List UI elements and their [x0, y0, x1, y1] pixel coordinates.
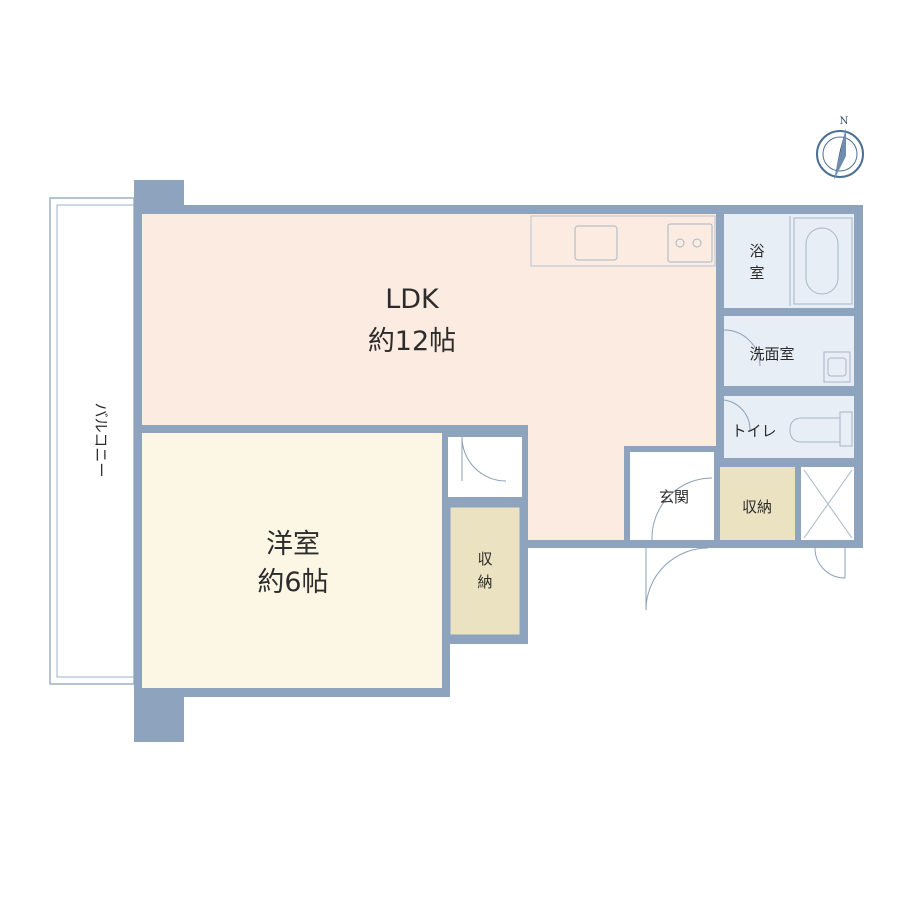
western-size: 約6帖: [257, 567, 328, 598]
ldk-name: LDK: [385, 284, 440, 315]
wash-basin: [823, 351, 851, 383]
western-room: [142, 433, 442, 688]
kitchen-counter: [530, 215, 716, 267]
western-name: 洋室: [266, 529, 320, 560]
bathtub: [789, 216, 853, 306]
storage-west-char-1: 収: [477, 550, 492, 568]
bath-char-1: 浴: [749, 242, 764, 260]
toilet-room: [724, 396, 854, 458]
washroom-label: 洗面室: [749, 345, 794, 363]
storage-entrance: [720, 467, 795, 540]
toilet-fixture: [789, 411, 853, 447]
stove: [667, 223, 713, 263]
closet-hall: [446, 437, 522, 497]
entrance-label: 玄関: [659, 488, 689, 506]
interior-walls: [142, 205, 854, 688]
storage-west: [447, 504, 523, 638]
washroom: [724, 316, 854, 386]
compass-icon: N: [816, 116, 864, 180]
balcony-label: バルコニー: [92, 403, 110, 478]
balcony: バルコニー: [49, 197, 135, 685]
bath-char-2: 室: [749, 264, 764, 282]
toilet-label: トイレ: [731, 422, 776, 440]
sink: [574, 225, 618, 261]
storage-west-char-2: 納: [477, 573, 492, 591]
compass-north-label: N: [840, 116, 849, 127]
ldk-room: [142, 214, 716, 540]
bath-room: [724, 214, 854, 308]
ldk-size: 約12帖: [368, 326, 456, 357]
storage-entrance-label: 収納: [742, 498, 772, 516]
doors: [461, 329, 846, 611]
entrance-room: [630, 452, 714, 540]
